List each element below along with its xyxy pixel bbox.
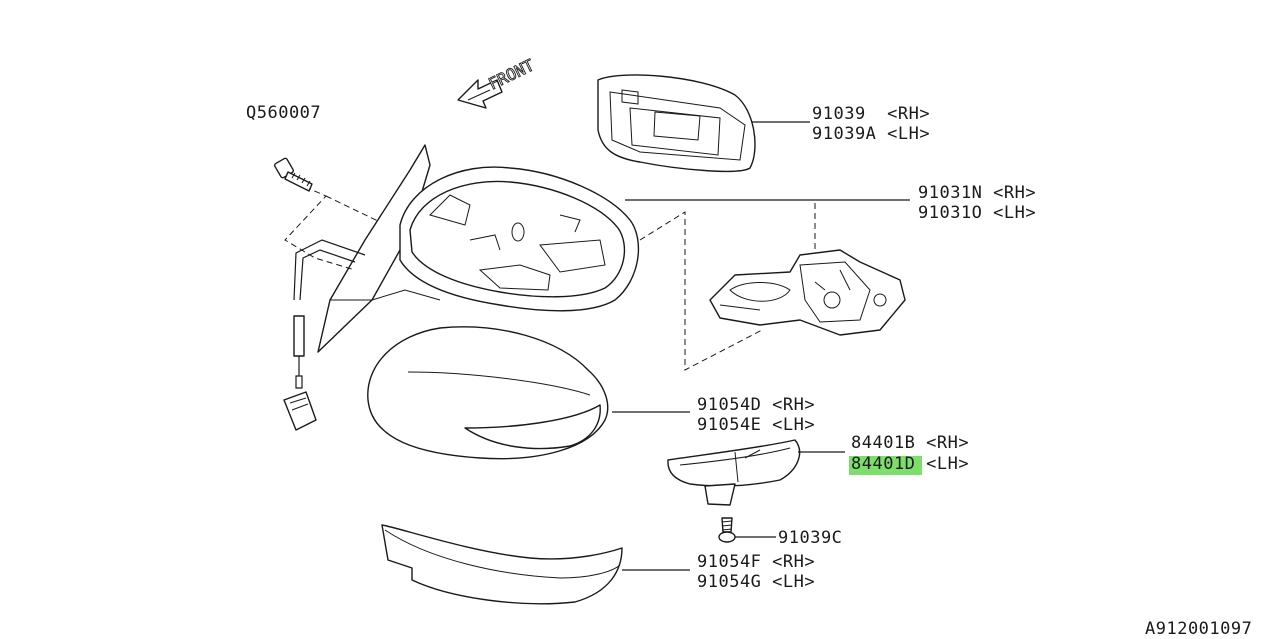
mirror-housing — [399, 166, 640, 312]
label-lamp-lh[interactable]: 84401D <LH> — [851, 454, 969, 474]
mirror-lower-cover — [381, 524, 623, 605]
label-lower-cover-rh: 91054F <RH> — [697, 552, 815, 572]
label-housing-rh: 91031N <RH> — [918, 183, 1036, 203]
label-cover-lh: 91054E <LH> — [697, 415, 815, 435]
wire-harness — [283, 239, 366, 431]
label-glass-rh: 91039 <RH> — [812, 104, 930, 124]
front-label: FRONT — [485, 55, 537, 93]
assembly-guide-bolt — [284, 182, 381, 271]
turn-signal-lamp — [667, 439, 801, 506]
mirror-glass — [597, 74, 756, 173]
assembly-guide-housing — [639, 211, 763, 371]
label-housing-lh: 91031O <LH> — [918, 203, 1036, 223]
label-bolt: Q560007 — [246, 103, 321, 123]
label-glass-lh: 91039A <LH> — [812, 124, 930, 144]
leader-lines — [612, 121, 910, 571]
label-cover-rh: 91054D <RH> — [697, 395, 815, 415]
mirror-base-bracket — [317, 144, 441, 353]
label-lower-cover-lh: 91054G <LH> — [697, 572, 815, 592]
bolt — [273, 157, 313, 192]
label-lamp-rh: 84401B <RH> — [851, 433, 969, 453]
diagram-id: A912001097 — [1145, 619, 1252, 639]
front-direction-arrow: FRONT — [457, 55, 538, 109]
mirror-cover — [367, 326, 609, 460]
screw — [718, 517, 736, 543]
label-screw: 91039C — [778, 528, 842, 548]
mirror-actuator-motor — [709, 249, 906, 336]
part-highlight — [849, 456, 922, 475]
